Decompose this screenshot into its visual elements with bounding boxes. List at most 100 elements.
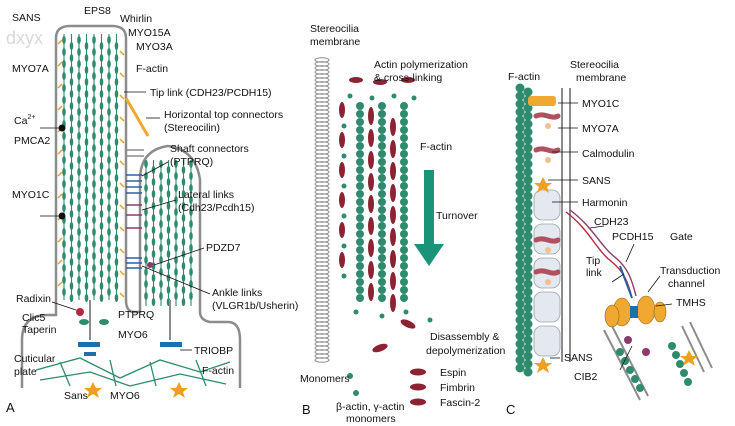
actin-bead [166, 190, 171, 198]
actin-bead [151, 250, 156, 258]
free-monomer [341, 213, 347, 219]
actin-bead [166, 286, 171, 294]
myosin-tick [119, 94, 125, 100]
actin-monomer [400, 238, 408, 246]
actin-bead [523, 287, 533, 297]
actin-bead [69, 90, 74, 98]
actin-bead [107, 72, 111, 80]
actin-bead [99, 210, 104, 218]
label-b-membrane-2: membrane [310, 36, 360, 48]
actin-bead [69, 294, 74, 302]
actin-bead [107, 108, 111, 116]
label-myo3a: MYO3A [136, 41, 173, 53]
actin-bead [181, 202, 186, 210]
actin-bead [515, 339, 525, 349]
actin-bead [77, 120, 81, 128]
actin-monomer [356, 230, 364, 238]
actin-bead [77, 96, 81, 104]
free-monomer [411, 95, 417, 101]
actin-bead [114, 162, 119, 170]
actin-bead [523, 231, 533, 241]
shaft-connectors [126, 174, 142, 194]
crosslinker [368, 261, 374, 279]
actin-bead [523, 191, 533, 201]
free-monomer [391, 93, 397, 99]
myosin-tick [57, 105, 63, 111]
actin-bead [62, 288, 66, 296]
membrane-coil [314, 357, 330, 363]
actin-monomer [356, 174, 364, 182]
actin-bead [77, 216, 81, 224]
actin-bead [144, 208, 148, 216]
actin-monomer [356, 294, 364, 302]
label-b-factin: F-actin [420, 141, 452, 153]
actin-bead [523, 151, 533, 161]
actin-bead [626, 366, 634, 374]
actin-bead [515, 259, 525, 269]
crosslinker [390, 184, 396, 202]
actin-bead [144, 184, 148, 192]
actin-bead [99, 282, 104, 290]
actin-bead [107, 156, 111, 164]
myosin-tick [57, 193, 63, 199]
actin-bead [676, 360, 684, 368]
actin-bead [114, 234, 119, 242]
actin-monomer [356, 102, 364, 110]
actin-bead [99, 126, 104, 134]
actin-monomer [400, 134, 408, 142]
myo7a-motor [533, 146, 561, 154]
actin-bead [174, 280, 178, 288]
actin-bead [523, 159, 533, 169]
actin-bead [166, 262, 171, 270]
actin-bead [92, 156, 96, 164]
actin-bead [114, 174, 119, 182]
actin-bead [107, 48, 111, 56]
myosin-tick [119, 72, 125, 78]
actin-monomer [356, 158, 364, 166]
label-whirlin: Whirlin [120, 13, 152, 25]
actin-monomer [356, 198, 364, 206]
actin-bead [99, 234, 104, 242]
actin-bead [166, 166, 171, 174]
actin-monomer [356, 126, 364, 134]
actin-monomer [356, 134, 364, 142]
actin-bead [84, 246, 89, 254]
myosin-tick [119, 248, 125, 254]
label-htc-1: Horizontal top connectors [164, 109, 283, 121]
actin-bead [114, 222, 119, 230]
crosslinker [368, 239, 374, 257]
label-myo6: MYO6 [118, 329, 148, 341]
actin-monomer [378, 150, 386, 158]
actin-bead [107, 36, 111, 44]
actin-bead [69, 198, 74, 206]
label-c-myo7a: MYO7A [582, 123, 619, 135]
actin-bead [62, 36, 66, 44]
actin-bead [523, 279, 533, 289]
actin-bead [84, 126, 89, 134]
actin-bead [114, 282, 119, 290]
actin-bead [523, 111, 533, 121]
actin-monomer [400, 294, 408, 302]
myo7a-calmodulin-motors [533, 112, 561, 285]
actin-monomer [356, 182, 364, 190]
actin-bead [159, 244, 163, 252]
myosin-tick [119, 160, 125, 166]
actin-monomer [356, 222, 364, 230]
actin-bead [174, 208, 178, 216]
actin-bead [84, 90, 89, 98]
label-c-membrane-2: membrane [576, 72, 626, 84]
actin-bead [92, 228, 96, 236]
actin-bead [144, 160, 148, 168]
actin-bead [174, 160, 178, 168]
actin-bead [515, 323, 525, 333]
actin-bead [523, 319, 533, 329]
actin-bead [62, 192, 66, 200]
actin-bead [69, 174, 74, 182]
actin-bead [181, 262, 186, 270]
free-monomer [341, 153, 347, 159]
actin-bead [680, 369, 688, 377]
harmonin-block [533, 291, 561, 323]
myosin-tick [57, 61, 63, 67]
actin-bead [77, 228, 81, 236]
actin-monomer [378, 142, 386, 150]
